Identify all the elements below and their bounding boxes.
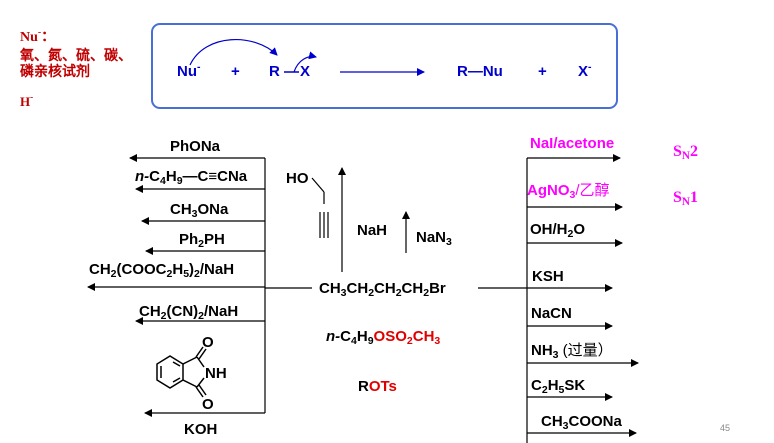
- eq-leaving-group: X-: [578, 61, 592, 80]
- legend-nu: Nu-：: [20, 27, 56, 45]
- reagent-ksh: KSH: [532, 268, 564, 285]
- eq-plus-1: +: [231, 63, 240, 80]
- page-number: 45: [720, 423, 731, 433]
- alkynol-ho: HO: [286, 170, 309, 187]
- eq-product: R—Nu: [457, 63, 503, 80]
- electron-arrow-1: [189, 38, 278, 66]
- phthalimide-structure: [156, 346, 207, 398]
- reagent-nan3: NaN3: [416, 229, 452, 248]
- reagent-oh-h2o: OH/H2O: [530, 221, 586, 240]
- reagent-ch3ona: CH3ONa: [170, 201, 229, 220]
- legend-nucleophile-label: 磷亲核试剂: [20, 65, 90, 80]
- eq-r: R: [269, 63, 280, 80]
- reagent-nh3-excess: NH3 (过量）: [531, 342, 613, 361]
- eq-nucleophile: Nu-: [177, 61, 201, 80]
- eq-x: X: [300, 63, 311, 80]
- phthalimide-o-bottom: O: [202, 396, 214, 413]
- reagent-c2h5sk: C2H5SK: [531, 377, 586, 396]
- reagent-nacn: NaCN: [531, 305, 572, 322]
- phthalimide-o-top: O: [202, 334, 214, 351]
- equation-box: [151, 23, 618, 109]
- reagent-alkynide: n-C4H9—C≡CNa: [135, 168, 248, 187]
- legend-hydride: H-: [20, 92, 34, 109]
- alt-substrate-tosylate: ROTs: [358, 378, 397, 395]
- label-sn2: SN2: [673, 143, 698, 162]
- reagent-koh: KOH: [184, 421, 218, 438]
- reagent-malononitrile: CH2(CN)2/NaH: [139, 303, 239, 322]
- electron-arrow-2: [293, 51, 317, 73]
- label-sn1: SN1: [673, 189, 698, 208]
- alt-substrate-mesylate: n-C4H9OSO2CH3: [326, 328, 441, 347]
- reagent-malonate: CH2(COOC2H5)2/NaH: [89, 261, 235, 280]
- reagent-ph2ph: Ph2PH: [179, 231, 225, 250]
- phthalimide-nh: NH: [205, 365, 227, 382]
- reagent-phona: PhONa: [170, 138, 221, 155]
- reagent-nai-acetone: NaI/acetone: [530, 135, 615, 152]
- reagent-nah: NaH: [357, 222, 388, 239]
- eq-plus-2: +: [538, 63, 547, 80]
- reagent-agno3-ethanol: AgNO3/乙醇: [527, 182, 610, 201]
- substrate: CH3CH2CH2CH2Br: [319, 280, 446, 299]
- reagent-acetate: CH3COONa: [541, 413, 622, 432]
- legend-nucleophile-types: 氧、氮、硫、碳、: [20, 49, 132, 64]
